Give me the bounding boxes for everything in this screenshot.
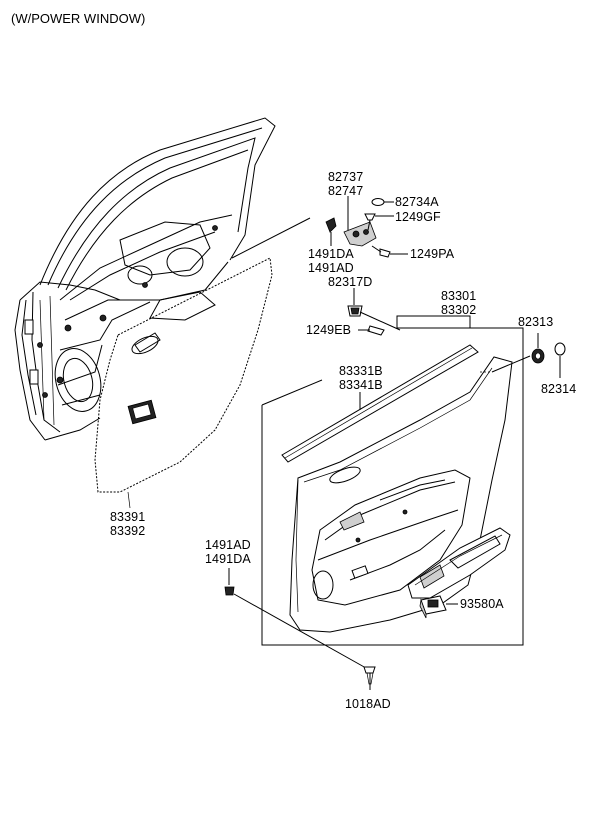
door-trim-panel-drawing: [261, 315, 531, 646]
power-window-switch-drawing: [419, 595, 458, 619]
door-frame-drawing: [14, 117, 276, 441]
watershield-drawing: [94, 257, 273, 509]
part-label-1249PA[interactable]: 1249PA: [410, 247, 455, 261]
part-label-1249GF[interactable]: 1249GF: [395, 210, 441, 224]
part-label-82313[interactable]: 82313: [518, 315, 554, 329]
clip-82317D-drawing: [347, 288, 401, 336]
screw-1018AD-drawing: [363, 666, 376, 690]
part-label-1249EB[interactable]: 1249EB: [306, 323, 352, 337]
cap-82314-drawing: [554, 342, 566, 378]
part-label-82747[interactable]: 82747: [328, 184, 364, 198]
part-label-82314[interactable]: 82314: [541, 382, 577, 396]
part-label-1491AD-bottom[interactable]: 1491AD: [205, 538, 251, 552]
part-label-83341B[interactable]: 83341B: [339, 378, 383, 392]
part-label-1491DA-bottom[interactable]: 1491DA: [205, 552, 251, 566]
grommet-82313-drawing: [531, 333, 545, 364]
part-label-83331B[interactable]: 83331B: [339, 364, 383, 378]
part-label-1018AD[interactable]: 1018AD: [345, 697, 391, 711]
part-label-82737[interactable]: 82737: [328, 170, 364, 184]
part-label-83301[interactable]: 83301: [441, 289, 477, 303]
switch-bezel-drawing: [407, 527, 511, 599]
part-label-93580A[interactable]: 93580A: [460, 597, 504, 611]
part-label-83392[interactable]: 83392: [110, 524, 146, 538]
variant-note: (W/POWER WINDOW): [11, 11, 146, 26]
bracket-group-drawing: [325, 196, 408, 258]
part-label-82734A[interactable]: 82734A: [395, 195, 439, 209]
lower-clip-drawing: [224, 568, 367, 669]
part-label-1491DA-top[interactable]: 1491DA: [308, 247, 354, 261]
part-label-83302[interactable]: 83302: [441, 303, 477, 317]
part-label-82317D[interactable]: 82317D: [328, 275, 373, 289]
part-label-83391[interactable]: 83391: [110, 510, 146, 524]
part-label-1491AD-top[interactable]: 1491AD: [308, 261, 354, 275]
